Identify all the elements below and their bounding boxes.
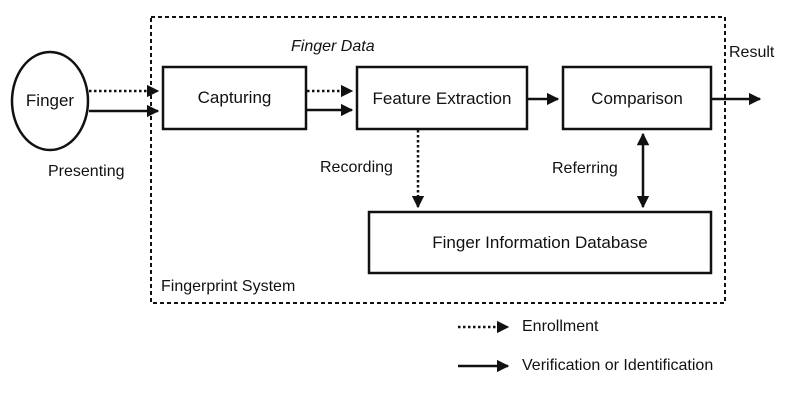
- capturing-label: Capturing: [197, 88, 272, 107]
- feature-extraction-label: Feature Extraction: [372, 89, 512, 108]
- database-box: [367, 210, 713, 275]
- finger-label: Finger: [25, 91, 75, 110]
- database-label: Finger Information Database: [432, 233, 648, 252]
- capturing-box: [161, 65, 308, 131]
- presenting-label: Presenting: [48, 163, 125, 180]
- recording-label: Recording: [320, 159, 393, 176]
- legend-enrollment-label: Enrollment: [522, 318, 599, 335]
- fingerprint-system-label: Fingerprint System: [161, 278, 296, 295]
- fingerprint-system-boundary: [150, 16, 726, 304]
- legend-verification-label: Verification or Identification: [522, 357, 714, 374]
- result-label: Result: [729, 44, 775, 61]
- finger-data-label: Finger Data: [291, 38, 375, 55]
- finger-node: [10, 50, 90, 152]
- comparison-box: [561, 65, 713, 131]
- comparison-label: Comparison: [591, 89, 683, 108]
- feature-extraction-box: [355, 65, 529, 131]
- referring-label: Referring: [552, 160, 618, 177]
